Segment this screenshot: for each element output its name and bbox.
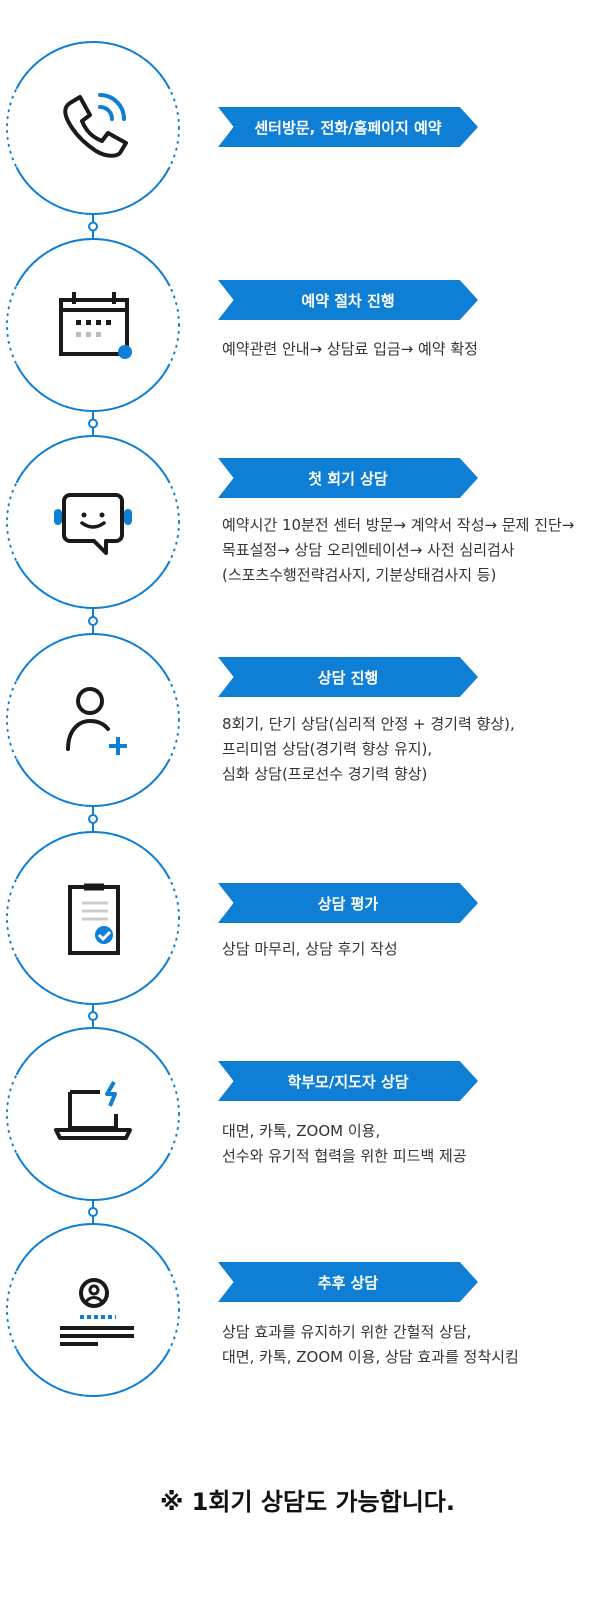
step-arc: [15, 560, 171, 609]
process-timeline: [6, 41, 180, 1397]
step-arc: [15, 758, 171, 807]
chat-headset-icon: [54, 493, 132, 555]
step-5-desc: 상담 마무리, 상담 후기 작성: [222, 940, 398, 958]
step-1-banner: 센터방문, 전화/홈페이지 예약: [218, 107, 478, 147]
phone-icon: [63, 93, 128, 158]
profile-document-icon: [60, 1278, 134, 1346]
step-arc: [15, 831, 171, 880]
clipboard-check-icon: [68, 883, 120, 955]
step-arc: [15, 956, 171, 1005]
step-arc: [15, 435, 171, 484]
step-5-banner: 상담 평가: [218, 883, 478, 923]
step-4-banner: 상담 진행: [218, 657, 478, 697]
connector-dot: [88, 1207, 98, 1217]
step-6-desc: 대면, 카톡, ZOOM 이용, 선수와 유기적 협력을 위한 피드백 제공: [222, 1122, 467, 1165]
step-3-desc: 예약시간 10분전 센터 방문→ 계약서 작성→ 문제 진단→ 목표설정→ 상담…: [222, 516, 575, 584]
step-2-desc: 예약관련 안내→ 상담료 입금→ 예약 확정: [222, 340, 478, 358]
step-arc: [15, 41, 171, 90]
step-7-banner: 추후 상담: [218, 1262, 478, 1302]
footer-note: ※ 1회기 상담도 가능합니다.: [159, 1488, 455, 1516]
user-add-icon: [66, 687, 127, 755]
connector-dot: [88, 221, 98, 232]
connector-dot: [88, 616, 98, 626]
step-arc: [15, 238, 171, 287]
step-2-banner: 예약 절차 진행: [218, 280, 478, 320]
step-arc: [15, 1348, 171, 1397]
step-arc: [15, 363, 171, 412]
step-4-desc: 8회기, 단기 상담(심리적 안정 + 경기력 향상), 프리미엄 상담(경기력…: [222, 715, 515, 783]
step-arc: [15, 1027, 171, 1076]
step-6-banner: 학부모/지도자 상담: [218, 1061, 478, 1101]
step-arc: [15, 166, 171, 215]
step-arc: [15, 1152, 171, 1201]
step-arc: [15, 633, 171, 682]
connector-dot: [88, 1011, 98, 1021]
connector-dot: [88, 418, 98, 429]
step-arc: [15, 1223, 171, 1272]
step-7-desc: 상담 효과를 유지하기 위한 간헐적 상담, 대면, 카톡, ZOOM 이용, …: [222, 1323, 519, 1366]
connector-dot: [88, 814, 98, 824]
step-3-banner: 첫 회기 상담: [218, 458, 478, 498]
laptop-icon: [54, 1080, 132, 1140]
calendar-icon: [59, 292, 132, 359]
